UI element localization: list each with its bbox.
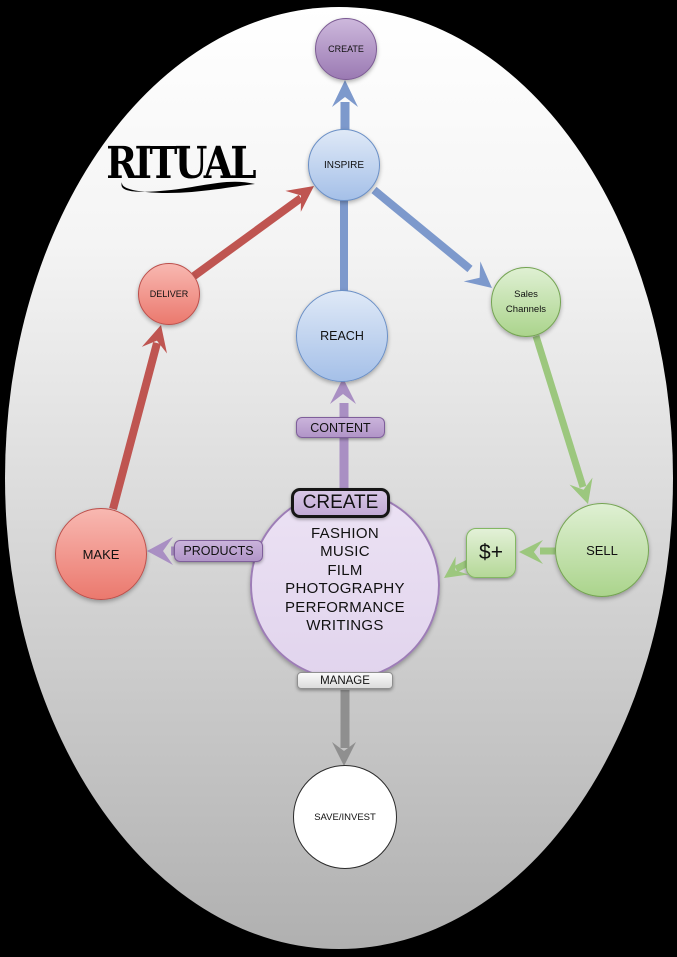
arrow-inspire-to-sales-channels <box>371 186 492 288</box>
node-sales-channels: Sales Channels <box>491 267 561 337</box>
arrow-make-to-deliver-head <box>141 325 167 354</box>
discipline-writings: WRITINGS <box>306 617 384 634</box>
discipline-performance: PERFORMANCE <box>285 598 405 616</box>
dollar-plus-label: $+ <box>479 541 503 564</box>
arrow-deliver-to-inspire-shaft <box>191 194 304 280</box>
node-sell-label: SELL <box>586 542 618 558</box>
content-label: CONTENT <box>310 420 371 435</box>
arrow-make-to-deliver-shaft <box>109 341 161 511</box>
node-create-top-label: CREATE <box>328 44 364 54</box>
ritual-logo: RITUAL <box>106 134 260 202</box>
products-box: PRODUCTS <box>174 540 263 562</box>
background-ellipse <box>5 7 673 949</box>
manage-box: MANAGE <box>297 672 393 689</box>
node-inspire-label: INSPIRE <box>323 159 364 171</box>
node-save-invest: SAVE/INVEST <box>293 765 397 869</box>
arrow-manage-to-save-head <box>332 742 356 766</box>
arrow-circle-to-make-head <box>147 537 173 565</box>
discipline-photography: PHOTOGRAPHY <box>285 580 405 597</box>
arrow-make-to-deliver <box>109 325 167 511</box>
node-sales-channels-label: Sales Channels <box>505 288 547 315</box>
arrow-inspire-to-create-head <box>332 80 358 107</box>
arrow-inspire-to-sales-head <box>463 261 492 288</box>
arrow-manage-to-save-invest <box>332 690 356 766</box>
content-box: CONTENT <box>296 417 385 438</box>
discipline-fashion: FASHION <box>311 524 379 542</box>
arrow-sales-to-sell-head <box>569 477 593 504</box>
dollar-plus-box: $+ <box>466 528 516 578</box>
node-save-invest-label: SAVE/INVEST <box>314 811 376 823</box>
node-deliver: DELIVER <box>138 263 200 325</box>
manage-label: MANAGE <box>320 674 370 687</box>
node-make-label: MAKE <box>82 546 120 562</box>
ritual-logo-graphic: RITUAL <box>106 138 259 194</box>
node-create-circle: FASHION MUSIC FILM PHOTOGRAPHY PERFORMAN… <box>250 490 440 680</box>
discipline-music: MUSIC <box>320 543 370 560</box>
arrow-deliver-to-inspire-head <box>285 186 314 212</box>
arrow-inspire-to-sales-shaft <box>371 186 473 273</box>
arrow-sales-to-sell-shaft <box>532 334 587 489</box>
ritual-logo-swash <box>121 181 255 194</box>
arrow-sell-to-dollar <box>519 540 555 564</box>
arrow-sell-to-dollar-head <box>519 540 543 564</box>
discipline-film: FILM <box>327 561 363 579</box>
node-reach-label: REACH <box>320 329 364 343</box>
arrow-inspire-to-create <box>332 80 358 130</box>
products-label: PRODUCTS <box>183 544 254 558</box>
arrow-deliver-to-inspire <box>191 186 314 280</box>
node-deliver-label: DELIVER <box>149 289 189 299</box>
create-title-box: CREATE <box>291 488 390 518</box>
node-inspire: INSPIRE <box>308 129 380 201</box>
arrow-circle-to-reach-head <box>330 378 356 404</box>
create-title-label: CREATE <box>302 492 379 513</box>
node-sell: SELL <box>555 503 649 597</box>
ritual-logo-text: RITUAL <box>108 138 256 189</box>
arrow-dollar-to-circle-head <box>444 556 469 578</box>
node-reach: REACH <box>296 290 388 382</box>
node-create-top: CREATE <box>315 18 377 80</box>
node-make: MAKE <box>55 508 147 600</box>
arrow-sales-channels-to-sell <box>532 334 593 504</box>
